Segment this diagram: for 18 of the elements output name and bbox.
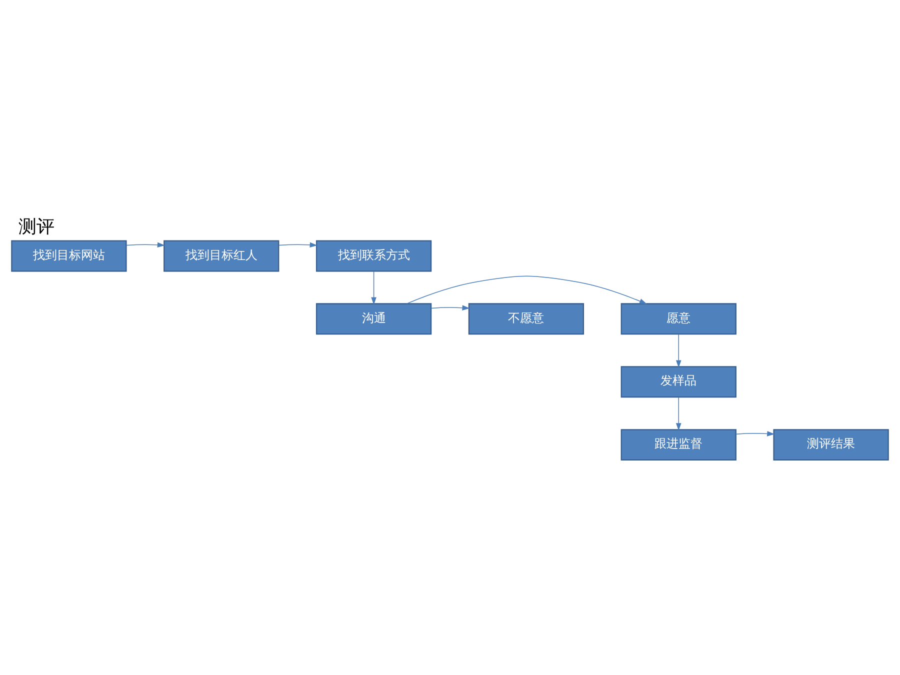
arrow	[676, 396, 682, 431]
node-box: 发样品	[620, 366, 736, 398]
node-box: 跟进监督	[620, 429, 736, 461]
arrow	[736, 431, 775, 436]
arrow	[371, 270, 376, 305]
diagram-title: 测评	[18, 216, 54, 238]
arrow	[430, 305, 470, 310]
node-box: 愿意	[620, 303, 736, 335]
node-box: 找到联系方式	[316, 240, 432, 272]
node-box: 沟通	[316, 303, 432, 335]
node-box: 不愿意	[468, 303, 584, 335]
node-box: 找到目标网站	[11, 240, 127, 272]
arrow	[126, 242, 166, 248]
node-box: 测评结果	[773, 429, 889, 461]
arrow	[676, 334, 682, 368]
arrow	[278, 242, 318, 248]
node-box: 找到目标红人	[164, 240, 280, 272]
arrow	[406, 276, 648, 304]
